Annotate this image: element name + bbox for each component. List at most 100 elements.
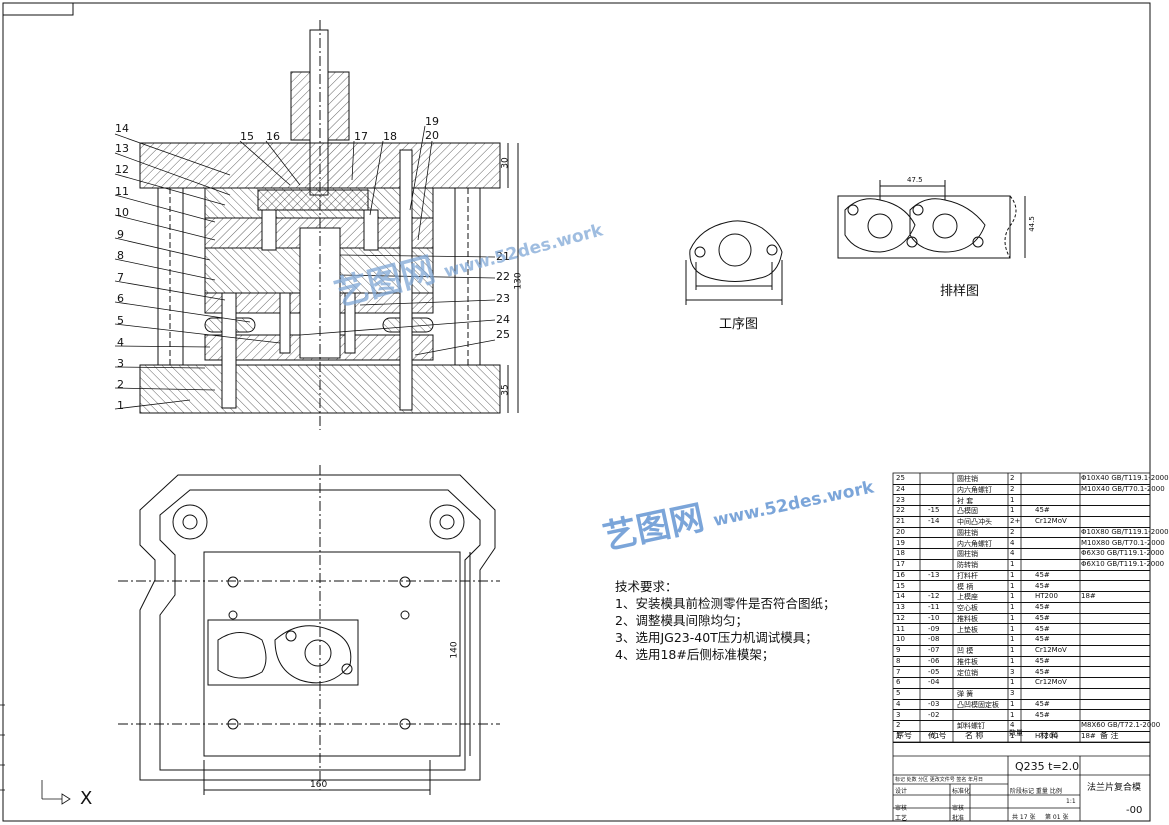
- bom-cell-name: 卸料螺钉: [957, 722, 985, 731]
- bom-cell-no: 25: [896, 474, 905, 482]
- bom-cell-code: -04: [928, 678, 940, 687]
- bom-cell-no: 9: [896, 646, 901, 654]
- bom-cell-mat: 45#: [1035, 506, 1050, 515]
- bom-cell-qty: 1: [1010, 732, 1015, 740]
- part-label-24: 24: [496, 313, 510, 326]
- bom-cell-code: -14: [928, 517, 940, 525]
- bom-cell-no: 16: [896, 570, 905, 579]
- bom-cell-remark: 18#: [1081, 592, 1096, 601]
- part-label-1: 1: [117, 399, 124, 412]
- bom-cell-no: 2: [896, 721, 901, 730]
- bom-cell-no: 14: [896, 592, 905, 601]
- bom-cell-code: -11: [928, 603, 940, 611]
- bom-row: 6 -04 1 Cr12MoV: [893, 677, 1150, 689]
- bom-cell-qty: 1: [1010, 560, 1015, 568]
- stage-label: 阶段标记 重量 比例: [1010, 788, 1062, 795]
- notes-title: 技术要求：: [615, 579, 678, 594]
- bom-cell-mat: HT200: [1035, 592, 1058, 601]
- bom-cell-no: 3: [896, 710, 901, 719]
- part-label-5: 5: [117, 314, 124, 327]
- bom-cell-no: 13: [896, 603, 905, 611]
- bom-cell-qty: 1: [1010, 603, 1015, 611]
- bom-header-no: 序号: [896, 731, 912, 740]
- edge-marks: [0, 704, 71, 805]
- part-label-14: 14: [115, 122, 129, 135]
- approve-label: 批准: [952, 815, 965, 822]
- bom-cell-mat: 45#: [1035, 624, 1050, 633]
- bom-header-name: 名 称: [965, 731, 984, 740]
- note-3: 3、选用JG23-40T压力机调试模具；: [615, 630, 818, 645]
- part-label-7: 7: [117, 271, 124, 284]
- bom-header-remark: 备 注: [1100, 731, 1119, 740]
- bom-cell-no: 18: [896, 549, 905, 558]
- bom-cell-mat: Cr12MoV: [1035, 678, 1067, 687]
- part-label-2: 2: [117, 378, 124, 391]
- leaders: [114, 125, 496, 410]
- bom-cell-name: 凸凹模固定板: [957, 700, 999, 709]
- bom-cell-mat: Cr12MoV: [1035, 646, 1067, 654]
- bom-cell-name: 内六角螺钉: [957, 539, 992, 548]
- bom-cell-name: 圆柱销: [957, 550, 978, 559]
- bom-cell-name: 圆柱销: [957, 528, 978, 537]
- bom-header-qty: 数量: [1009, 729, 1023, 737]
- bom-cell-code: -09: [928, 624, 940, 633]
- section-view: [139, 20, 519, 430]
- dim-160: 160: [310, 780, 328, 790]
- part-label-8: 8: [117, 249, 124, 262]
- corner-box: [2, 2, 74, 16]
- bom-cell-mat: HT200: [1035, 732, 1058, 740]
- bom-cell-remark: M10X40 GB/T70.1-2000: [1081, 484, 1165, 493]
- bom-cell-code: -15: [928, 506, 940, 515]
- bom-cell-remark: Φ10X40 GB/T119.1-2000: [1081, 474, 1169, 482]
- dim-35: 35: [500, 384, 511, 396]
- dim-30: 30: [500, 157, 511, 169]
- bom-cell-qty: 1: [1010, 699, 1015, 708]
- bom-cell-code: -12: [928, 592, 940, 601]
- bom-cell-qty: 2: [1010, 474, 1015, 482]
- bom-cell-qty: 2+: [1010, 517, 1021, 525]
- bom-cell-qty: 4: [1010, 538, 1015, 547]
- bom-cell-no: 6: [896, 678, 901, 687]
- bom-cell-no: 4: [896, 699, 901, 708]
- bom-cell-code: -06: [928, 656, 940, 665]
- bom-cell-code: -02: [928, 710, 940, 719]
- note-2: 2、调整模具间隙均匀；: [615, 613, 748, 628]
- bom-cell-code: -05: [928, 667, 940, 676]
- sheet-border: [2, 2, 1151, 822]
- bom-cell-remark: 18#: [1081, 732, 1096, 740]
- bom-cell-mat: 45#: [1035, 710, 1050, 719]
- bom-cell-no: 20: [896, 527, 905, 536]
- bom-cell-qty: 1: [1010, 592, 1015, 601]
- part-label-9: 9: [117, 228, 124, 241]
- bom-cell-no: 15: [896, 581, 905, 590]
- bom-cell-name: 推料板: [957, 614, 978, 623]
- bom-cell-mat: 45#: [1035, 581, 1050, 590]
- bom-cell-qty: 1: [1010, 678, 1015, 687]
- part-label-10: 10: [115, 206, 129, 219]
- part-label-25: 25: [496, 328, 510, 341]
- bom-cell-name: 防转销: [957, 561, 978, 569]
- bom-cell-qty: 1: [1010, 624, 1015, 633]
- bom-cell-no: 22: [896, 506, 905, 515]
- bom-cell-mat: 45#: [1035, 656, 1050, 665]
- part-name: 法兰片复合模: [1087, 783, 1142, 793]
- process-drawing: [685, 220, 783, 305]
- bom-cell-qty: 1: [1010, 613, 1015, 622]
- bom-cell-no: 11: [896, 624, 905, 633]
- dim-130: 130: [513, 272, 524, 290]
- bom-cell-name: 凹 模: [957, 647, 974, 655]
- bom-grid: [892, 472, 1151, 822]
- bom-cell-code: -01: [928, 732, 940, 740]
- material-spec: Q235 t=2.0: [1015, 760, 1080, 773]
- scale: 1:1: [1066, 798, 1076, 805]
- bom-cell-code: -13: [928, 570, 940, 579]
- bom-cell-no: 24: [896, 484, 905, 493]
